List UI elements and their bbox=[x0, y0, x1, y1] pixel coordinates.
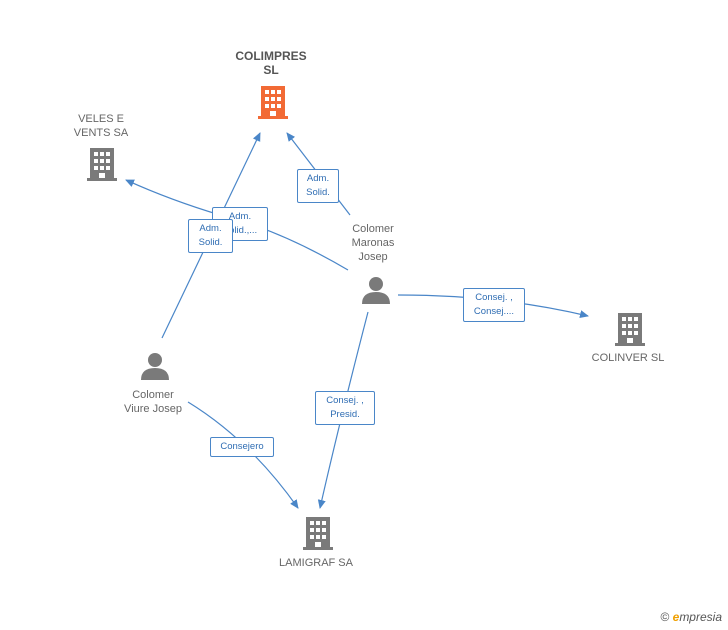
edge-label-line: Presid. bbox=[330, 409, 360, 420]
lamigraf-label[interactable]: LAMIGRAF SA bbox=[279, 556, 353, 570]
viure-person-icon[interactable] bbox=[141, 353, 169, 380]
veles-label[interactable]: VELES E VENTS SA bbox=[74, 112, 128, 140]
colimpres-label-line2: SL bbox=[263, 63, 279, 77]
maronas-label-line2: Maronas bbox=[351, 237, 395, 249]
empresia-logo: © empresia bbox=[660, 610, 722, 624]
colimpres-label[interactable]: COLIMPRES SL bbox=[235, 49, 306, 77]
maronas-person-icon[interactable] bbox=[362, 277, 390, 304]
viure-label-line2: Viure Josep bbox=[124, 403, 182, 415]
maronas-label-line3: Josep bbox=[358, 251, 388, 263]
edge-label-line: Adm. bbox=[199, 223, 222, 234]
edge-label-maronas-lamigraf[interactable]: Consej. , Presid. bbox=[315, 391, 375, 425]
colinver-label-text: COLINVER SL bbox=[591, 352, 665, 364]
copyright-symbol: © bbox=[660, 610, 670, 624]
colimpres-building-icon[interactable] bbox=[258, 86, 288, 119]
veles-label-line2: VENTS SA bbox=[73, 127, 129, 139]
edge-label-line: Solid. bbox=[306, 187, 330, 198]
maronas-label-line1: Colomer bbox=[352, 223, 394, 235]
edge-label-line: Solid.,... bbox=[222, 225, 258, 236]
edge-label-line: Consej. , bbox=[475, 292, 513, 303]
edge-label-line: Consej. , bbox=[326, 395, 364, 406]
edge-label-line: Solid. bbox=[198, 237, 223, 248]
veles-building-icon[interactable] bbox=[87, 148, 117, 181]
colimpres-label-line1: COLIMPRES bbox=[235, 49, 307, 63]
logo-text: mpresia bbox=[679, 610, 722, 624]
edge-label-maronas-colimpres[interactable]: Adm. Solid. bbox=[297, 169, 339, 203]
edge-label-line: Adm. bbox=[306, 173, 330, 184]
logo-initial: e bbox=[672, 610, 680, 624]
edge-label-line: Consejero bbox=[220, 441, 264, 452]
edge-label-viure-colimpres[interactable]: Adm. Solid. bbox=[188, 219, 233, 253]
lamigraf-building-icon[interactable] bbox=[303, 517, 333, 550]
edge-label-viure-lamigraf[interactable]: Consejero bbox=[210, 437, 274, 457]
viure-label-line1: Colomer bbox=[132, 389, 174, 401]
colinver-label[interactable]: COLINVER SL bbox=[592, 351, 665, 365]
lamigraf-label-text: LAMIGRAF SA bbox=[279, 557, 353, 569]
edge-label-maronas-colinver[interactable]: Consej. , Consej.... bbox=[463, 288, 525, 322]
edge-label-line: Adm. bbox=[228, 211, 252, 222]
colinver-building-icon[interactable] bbox=[615, 313, 645, 346]
edge-label-line: Consej.... bbox=[473, 306, 515, 317]
veles-label-line1: VELES E bbox=[78, 113, 124, 125]
maronas-label[interactable]: Colomer Maronas Josep bbox=[352, 222, 395, 264]
viure-label[interactable]: Colomer Viure Josep bbox=[124, 388, 182, 416]
